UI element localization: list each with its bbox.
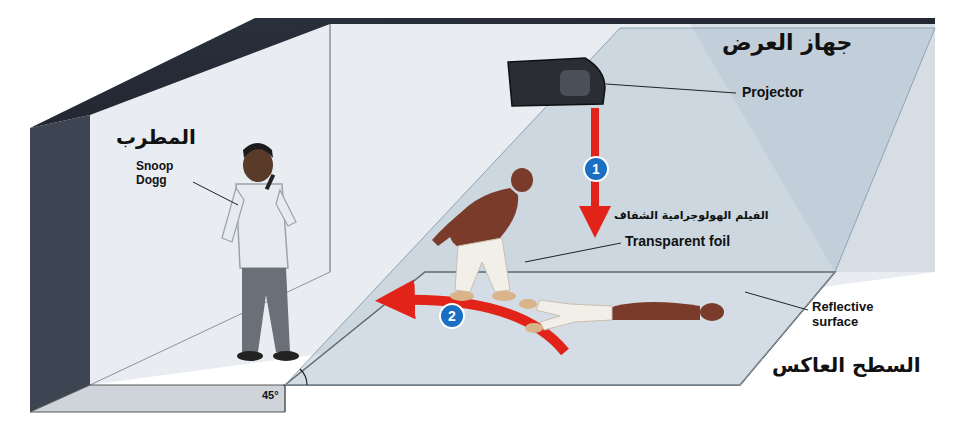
leader-line: [193, 182, 238, 205]
left-wall: [30, 115, 90, 412]
arabic-label: الفيلم الهولوجرامية الشفاف: [614, 210, 769, 223]
projector: [508, 58, 605, 106]
angle-arc: [300, 369, 307, 385]
callout-number: 2: [439, 303, 465, 329]
angle-label: 45°: [262, 389, 279, 402]
leader-line: [525, 243, 621, 262]
arabic-label: جهاز العرض: [722, 30, 852, 55]
stage-edge: [285, 385, 286, 412]
arabic-label: السطح العاكس: [772, 354, 921, 377]
part-label: Snoop Dogg: [136, 160, 192, 188]
part-label: Projector: [742, 84, 803, 100]
callout-number: 1: [583, 156, 609, 182]
transparent-foil: [285, 28, 935, 385]
back-wall: [90, 24, 935, 385]
singer-figure: [222, 143, 299, 361]
part-label: Reflective surface: [812, 300, 904, 330]
stage-front: [30, 385, 285, 412]
leader-line: [606, 84, 736, 93]
leader-line: [745, 292, 808, 310]
floor-edge: [90, 272, 330, 385]
hologram-figure: [432, 168, 533, 301]
reflected-figure: [519, 299, 724, 333]
arabic-label: المطرب: [116, 126, 196, 149]
wall-corner: [329, 24, 331, 272]
part-label: Transparent foil: [625, 233, 730, 249]
